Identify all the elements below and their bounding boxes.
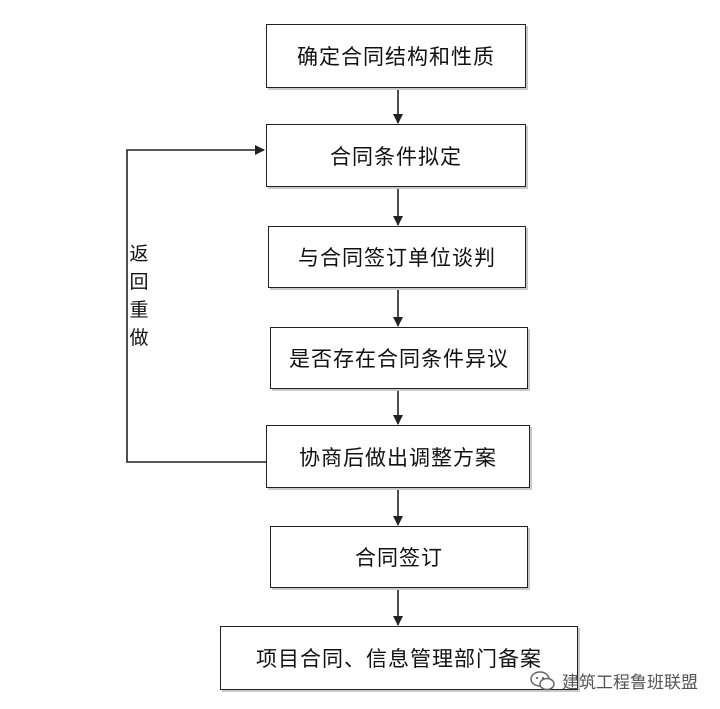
step-7-box: 项目合同、信息管理部门备案 [220,626,578,690]
watermark: 建筑工程鲁班联盟 [530,668,698,693]
loop-label-char: 回 [129,271,149,293]
loop-label-char: 重 [129,299,149,321]
loop-back-arrow [126,145,266,463]
step-2-label: 合同条件拟定 [330,144,462,169]
step-7-label: 项目合同、信息管理部门备案 [256,647,542,671]
step-1-label: 确定合同结构和性质 [297,45,495,69]
loop-label-char: 做 [129,327,149,349]
wechat-icon [530,670,555,690]
step-4-label: 是否存在合同条件异议 [289,347,509,371]
step-3-box: 与合同签订单位谈判 [268,226,526,288]
step-5-box: 协商后做出调整方案 [266,425,530,488]
watermark-text: 建筑工程鲁班联盟 [562,673,698,693]
step-4-box: 是否存在合同条件异议 [270,327,528,389]
step-6-label: 合同签订 [355,546,443,570]
step-5-label: 协商后做出调整方案 [299,445,497,470]
step-6-box: 合同签订 [270,526,528,588]
step-1-box: 确定合同结构和性质 [266,24,526,88]
step-2-box: 合同条件拟定 [266,124,526,187]
loop-back-label: 返 回 重 做 [128,240,150,352]
loop-label-char: 返 [129,243,149,265]
step-3-label: 与合同签订单位谈判 [298,246,496,270]
